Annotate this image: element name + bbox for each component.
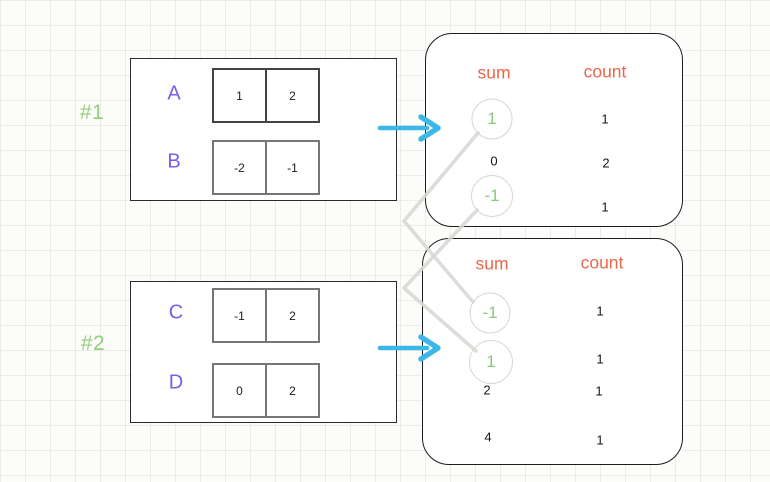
table-1-count-header: count: [583, 61, 627, 82]
array-d-label: D: [168, 371, 184, 394]
array-b-cell-1: -1: [267, 140, 320, 195]
table-2-row-3-sum: 2: [483, 382, 491, 398]
group-2-box: C -1 2 D 0 2: [130, 281, 397, 423]
table-1-row-1-sum: 1: [487, 109, 497, 128]
array-c-cell-1: 2: [267, 288, 320, 343]
table-2-row-3-count: 1: [595, 383, 603, 399]
table-1-row-1-count: 1: [601, 111, 609, 127]
table-2-sum-header: sum: [475, 253, 509, 274]
array-b-cell-0: -2: [212, 140, 267, 195]
table-2-row-1-sum: -1: [482, 303, 498, 322]
highlight-ring: [471, 98, 513, 140]
table-2-count-header: count: [580, 252, 624, 273]
table-1-row-2-count: 2: [602, 155, 610, 171]
array-c-cells: -1 2: [212, 288, 320, 343]
array-d-cells: 0 2: [212, 363, 320, 418]
array-a-cells: 1 2: [212, 68, 320, 123]
group-1-box: A 1 2 B -2 -1: [130, 58, 397, 201]
table-2-row-4-count: 1: [596, 432, 604, 448]
table-2-row-1-count: 1: [596, 303, 604, 319]
table-1-row-3-sum: -1: [484, 186, 500, 205]
array-a-label: A: [167, 82, 181, 105]
table-2-row-2-sum: 1: [486, 352, 496, 371]
array-d-cell-1: 2: [267, 363, 320, 418]
group-2-label: #2: [80, 332, 106, 355]
array-b-label: B: [167, 150, 181, 173]
sum-count-table-1: [425, 33, 683, 227]
group-1-label: #1: [79, 101, 105, 124]
sum-count-table-2: [422, 238, 683, 465]
array-b-cells: -2 -1: [212, 140, 320, 195]
highlight-ring: [469, 340, 513, 384]
table-1-sum-header: sum: [477, 62, 511, 83]
array-a-cell-1: 2: [267, 68, 320, 123]
table-1-row-3-count: 1: [601, 199, 609, 215]
array-d-cell-0: 0: [212, 363, 267, 418]
array-c-cell-0: -1: [212, 288, 267, 343]
array-a-cell-0: 1: [212, 68, 267, 123]
array-c-label: C: [168, 301, 184, 324]
table-2-row-4-sum: 4: [484, 429, 492, 445]
table-2-row-2-count: 1: [596, 351, 604, 367]
table-1-row-2-sum: 0: [490, 153, 498, 169]
